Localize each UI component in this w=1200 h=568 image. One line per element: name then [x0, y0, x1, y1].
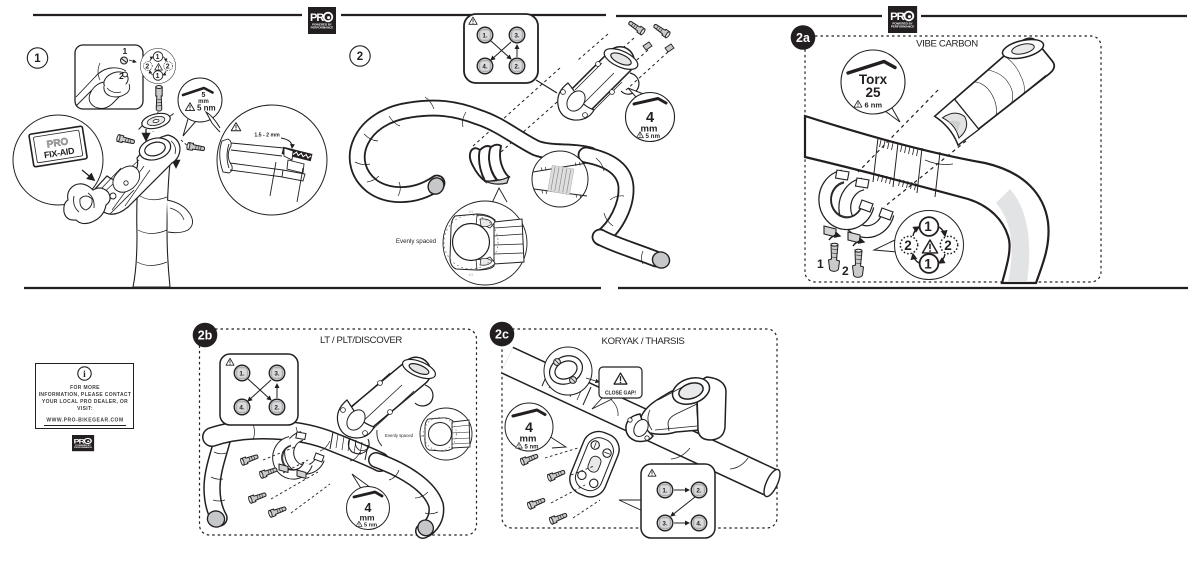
- svg-text:5 nm: 5 nm: [364, 523, 377, 529]
- svg-text:1: 1: [34, 53, 41, 65]
- svg-text:LT / PLT/DISCOVER: LT / PLT/DISCOVER: [320, 335, 402, 346]
- svg-text:mm: mm: [198, 99, 209, 105]
- svg-text:FIX-AID: FIX-AID: [43, 145, 75, 160]
- svg-text:I I: I I: [469, 272, 472, 277]
- svg-text:1.: 1.: [239, 371, 245, 378]
- svg-text:3.: 3.: [274, 371, 280, 378]
- svg-text:WWW.PRO-BIKEGEAR.COM: WWW.PRO-BIKEGEAR.COM: [46, 418, 123, 424]
- svg-text:3.: 3.: [662, 521, 668, 528]
- svg-text:VISIT:: VISIT:: [77, 406, 93, 412]
- svg-text:4: 4: [525, 419, 533, 435]
- svg-text:mm: mm: [359, 513, 375, 523]
- svg-text:CLOSE GAP!: CLOSE GAP!: [605, 391, 636, 397]
- svg-text:i: i: [83, 370, 86, 380]
- svg-text:1.: 1.: [662, 488, 668, 495]
- svg-text:1: 1: [817, 257, 824, 271]
- svg-text:5 nm: 5 nm: [646, 133, 661, 140]
- svg-text:1: 1: [123, 46, 128, 56]
- svg-text:KORYAK / THARSIS: KORYAK / THARSIS: [602, 336, 685, 347]
- svg-text:2a: 2a: [796, 31, 811, 45]
- svg-text:2c: 2c: [495, 328, 509, 342]
- svg-text:2.: 2.: [514, 64, 520, 71]
- svg-text:2: 2: [842, 264, 849, 278]
- svg-text:Evenly spaced: Evenly spaced: [385, 433, 414, 438]
- svg-text:YOUR LOCAL PRO DEALER, OR: YOUR LOCAL PRO DEALER, OR: [42, 399, 128, 405]
- svg-text:FOR MORE: FOR MORE: [70, 385, 100, 391]
- svg-text:5 nm: 5 nm: [197, 104, 216, 113]
- svg-text:4: 4: [646, 110, 654, 126]
- svg-text:1.5 - 2 mm: 1.5 - 2 mm: [254, 133, 280, 139]
- svg-text:mm: mm: [641, 124, 658, 135]
- svg-text:25: 25: [865, 85, 881, 100]
- svg-text:Evenly spaced: Evenly spaced: [396, 238, 437, 245]
- svg-text:4.: 4.: [696, 521, 702, 528]
- svg-text:mm: mm: [520, 434, 537, 445]
- svg-text:VIBE CARBON: VIBE CARBON: [916, 39, 978, 50]
- svg-text:I I: I I: [469, 209, 472, 214]
- svg-text:2: 2: [357, 51, 363, 63]
- svg-text:4: 4: [365, 501, 372, 515]
- svg-text:4.: 4.: [239, 405, 245, 412]
- svg-text:2b: 2b: [198, 329, 213, 343]
- svg-text:2: 2: [119, 71, 124, 81]
- svg-text:Torx: Torx: [859, 72, 888, 87]
- svg-text:INFORMATION, PLEASE CONTACT: INFORMATION, PLEASE CONTACT: [39, 392, 132, 398]
- svg-text:6 nm: 6 nm: [865, 101, 883, 110]
- svg-text:4.: 4.: [482, 64, 488, 71]
- svg-text:3.: 3.: [514, 33, 520, 40]
- svg-text:5: 5: [202, 92, 206, 99]
- svg-text:PRO: PRO: [46, 136, 69, 150]
- svg-text:2.: 2.: [274, 405, 280, 412]
- svg-text:5 nm: 5 nm: [525, 444, 539, 450]
- svg-text:1.: 1.: [482, 33, 488, 40]
- svg-text:2.: 2.: [696, 488, 702, 495]
